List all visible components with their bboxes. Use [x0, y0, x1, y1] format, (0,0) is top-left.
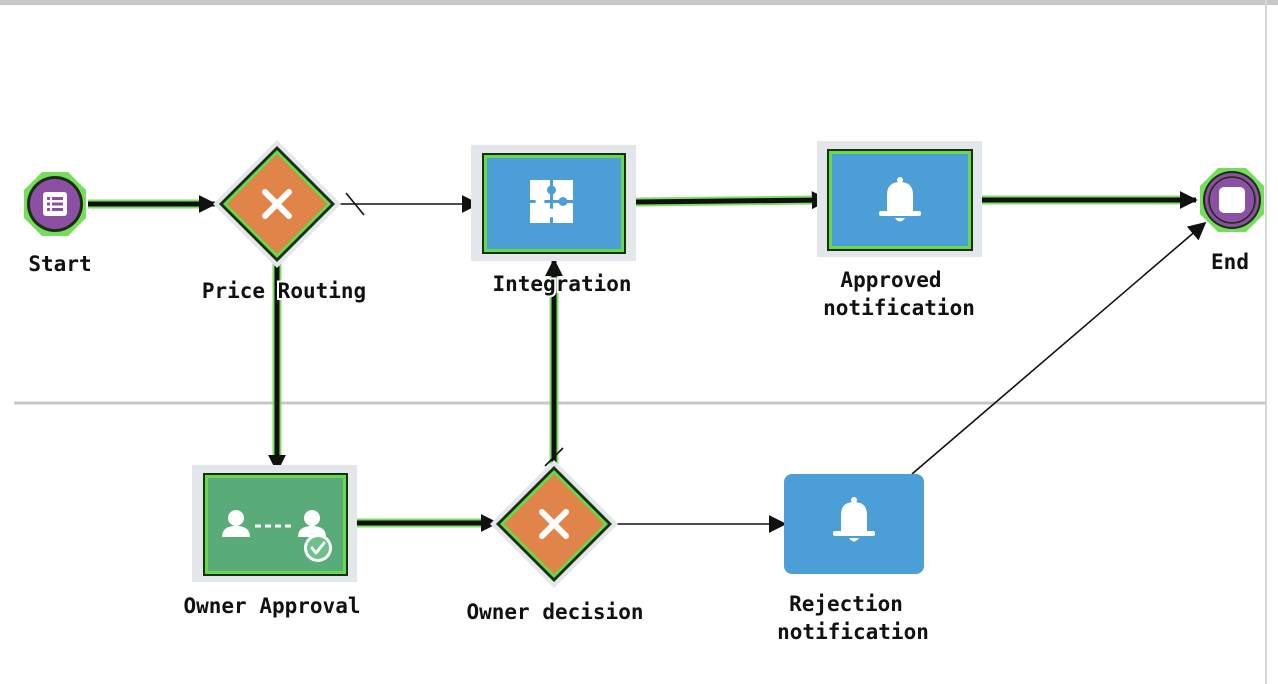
rejection-notification-task[interactable]	[784, 474, 924, 574]
owner-approval-task[interactable]	[192, 465, 357, 582]
bell-icon	[833, 497, 875, 542]
approved-notification-label-line1: Approved	[840, 268, 941, 292]
approved-notification-label-line2: notification	[823, 296, 975, 320]
flow-owner-decision-to-integration[interactable]	[544, 258, 564, 467]
rejection-notification-label-line1: Rejection	[789, 592, 903, 616]
owner-approval-label: Owner Approval	[183, 594, 360, 618]
flow-price-routing-to-integration[interactable]	[336, 192, 480, 216]
owner-decision-label: Owner decision	[466, 600, 643, 624]
owner-decision-gateway[interactable]	[490, 460, 618, 588]
price-routing-label: Price Routing	[202, 279, 366, 303]
default-flow-marker	[345, 192, 365, 216]
bell-icon	[879, 177, 921, 222]
close-icon	[262, 189, 292, 219]
integration-task[interactable]	[471, 145, 636, 261]
list-icon	[43, 192, 67, 216]
integration-label: Integration	[492, 272, 631, 296]
price-routing-gateway[interactable]	[213, 140, 341, 268]
flow-rejection-notification-to-end[interactable]	[911, 221, 1207, 475]
users-approve-icon	[222, 510, 332, 562]
start-event[interactable]	[24, 172, 86, 236]
end-label: End	[1211, 250, 1249, 274]
default-flow-marker	[544, 447, 564, 467]
rejection-notification-label-line2: notification	[777, 620, 929, 644]
start-label: Start	[28, 252, 91, 276]
puzzle-icon	[530, 180, 573, 223]
end-event[interactable]	[1200, 168, 1264, 232]
close-icon	[539, 509, 569, 539]
flow-integration-to-approved-notification[interactable]	[635, 191, 830, 210]
canvas-top-border	[0, 0, 1278, 5]
stop-icon	[1219, 187, 1245, 213]
approved-notification-task[interactable]	[817, 141, 982, 257]
